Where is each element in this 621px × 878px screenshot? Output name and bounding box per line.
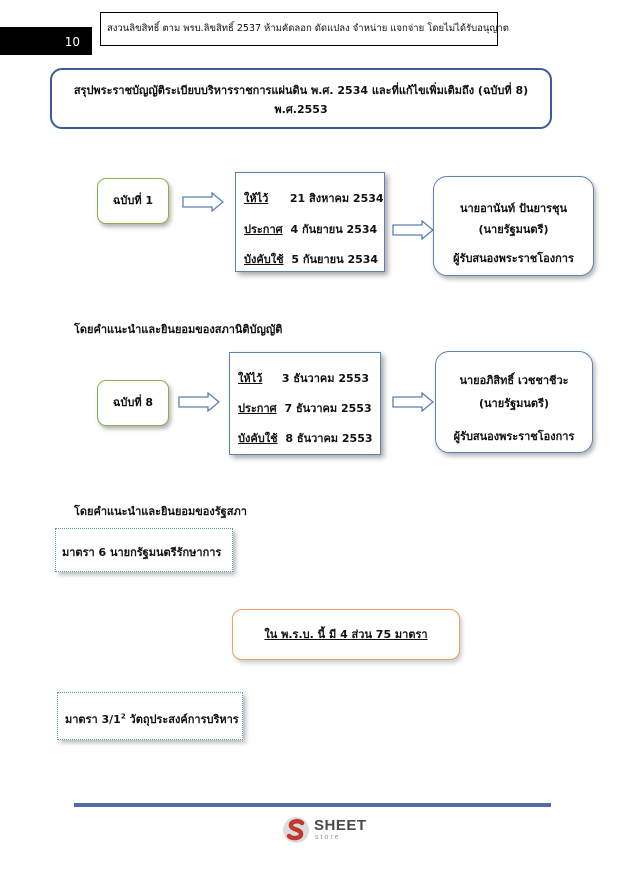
summary-box: ใน พ.ร.บ. นี้ มี 4 ส่วน 75 มาตรา [232,609,460,660]
section-6-box: มาตรา 6 นายกรัฐมนตรีรักษาการ [55,528,233,572]
document-title: สรุปพระราชบัญญัติระเบียบบริหารราชการแผ่น… [50,68,552,129]
footnote-marker: 2 [120,712,126,721]
edition-1-badge: ฉบับที่ 1 [97,178,169,224]
minister-name: นายอานันท์ ปันยารชุน [459,202,568,215]
minister-duty: ผู้รับสนองพระราชโองการ [453,252,574,265]
date-row: ให้ไว้ 21 สิงหาคม 2534 [244,189,384,207]
section-3-1-text: วัตถุประสงค์การบริหาร [125,713,239,726]
logo-s-icon [283,817,309,843]
title-line-1: สรุปพระราชบัญญัติระเบียบบริหารราชการแผ่น… [73,84,529,97]
page-number: 10 [0,27,92,55]
date-value: 5 กันยายน 2534 [291,253,379,266]
minister-duty: ผู้รับสนองพระราชโองการ [453,430,575,443]
minister-name: นายอภิสิทธิ์ เวชชาชีวะ [459,374,569,387]
arrow-right-icon [182,192,224,212]
edition-8-dates: ให้ไว้ 3 ธันวาคม 2553 ประกาศ 7 ธันวาคม 2… [229,352,381,455]
date-value: 7 ธันวาคม 2553 [284,402,372,415]
section-3-1-label: มาตรา 3/1 [65,713,121,726]
minister-role: (นายรัฐมนตรี) [479,397,549,410]
date-row: ประกาศ 4 กันยายน 2534 [244,220,377,238]
date-value: 21 สิงหาคม 2534 [289,192,384,205]
footer-divider [74,803,551,807]
date-row: บังคับใช้ 8 ธันวาคม 2553 [238,429,373,447]
date-label: บังคับใช้ [244,253,284,266]
date-value: 3 ธันวาคม 2553 [281,372,369,385]
note-parliament: โดยคำแนะนำและยินยอมของรัฐสภา [74,505,247,518]
date-label: ให้ไว้ [238,372,263,385]
date-label: ให้ไว้ [244,192,269,205]
date-label: ประกาศ [244,223,283,236]
edition-8-minister: นายอภิสิทธิ์ เวชชาชีวะ (นายรัฐมนตรี) ผู้… [435,351,593,453]
copyright-notice: สงวนลิขสิทธิ์ ตาม พรบ.ลิขสิทธิ์ 2537 ห้า… [100,12,509,46]
date-value: 8 ธันวาคม 2553 [285,432,373,445]
minister-role: (นายรัฐมนตรี) [478,223,549,236]
date-value: 4 กันยายน 2534 [290,223,378,236]
note-legislative: โดยคำแนะนำและยินยอมของสภานิติบัญญัติ [74,323,283,336]
edition-1-dates: ให้ไว้ 21 สิงหาคม 2534 ประกาศ 4 กันยายน … [235,172,385,272]
edition-8-badge: ฉบับที่ 8 [97,380,169,426]
logo-wordmark: SHEET [314,817,367,834]
arrow-right-icon [392,220,434,240]
title-line-2: พ.ศ.2553 [274,103,328,116]
date-row: บังคับใช้ 5 กันยายน 2534 [244,250,378,268]
date-row: ประกาศ 7 ธันวาคม 2553 [238,399,372,417]
edition-1-minister: นายอานันท์ ปันยารชุน (นายรัฐมนตรี) ผู้รั… [433,176,594,276]
section-3-1-box: มาตรา 3/12 วัตถุประสงค์การบริหาร [57,692,243,740]
date-label: ประกาศ [238,402,277,415]
sheet-store-logo: SHEET store [281,815,381,847]
date-row: ให้ไว้ 3 ธันวาคม 2553 [238,369,369,387]
date-label: บังคับใช้ [238,432,278,445]
logo-subtext: store [315,834,341,841]
arrow-right-icon [178,392,220,412]
arrow-right-icon [392,392,434,412]
